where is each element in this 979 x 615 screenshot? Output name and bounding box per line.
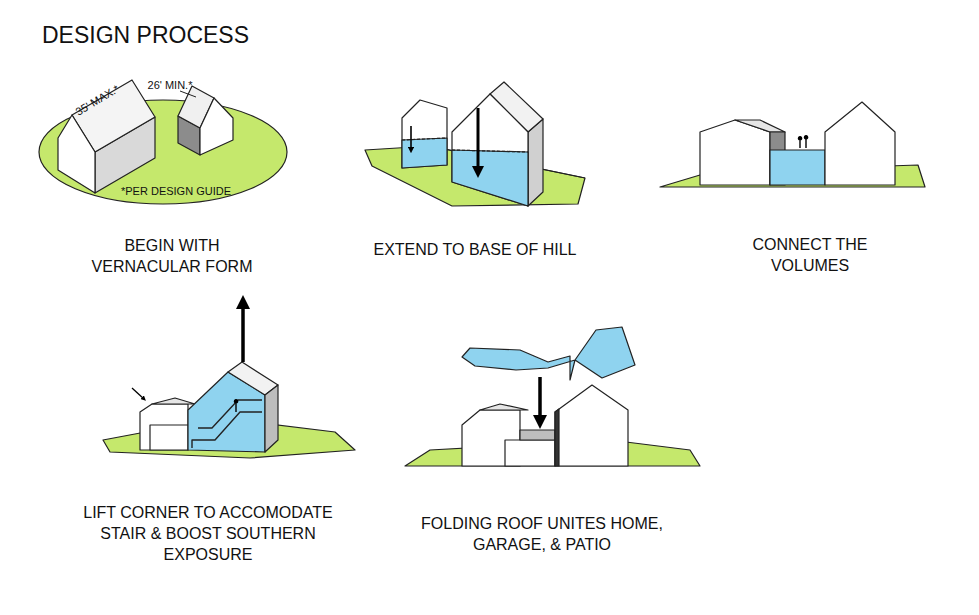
drawing-rect xyxy=(505,440,555,466)
drawing-rect xyxy=(150,425,188,450)
drawing-polygon xyxy=(825,102,895,185)
drawing-line xyxy=(410,126,412,150)
drawing-path xyxy=(192,400,262,448)
drawing-line xyxy=(132,388,144,399)
drawing-line xyxy=(538,377,542,422)
drawing-path xyxy=(234,400,237,412)
drawing-polygon xyxy=(402,100,447,168)
drawing-polygon xyxy=(528,119,543,206)
drawing-polygon xyxy=(555,409,559,466)
drawing-polygon xyxy=(452,94,528,206)
lift-corner xyxy=(103,302,355,458)
diagram-title: DESIGN PROCESS xyxy=(42,21,249,51)
drawing-line xyxy=(452,150,528,152)
drawing-polygon xyxy=(265,385,278,452)
drawing-polygon xyxy=(140,404,188,450)
drawing-polygon xyxy=(520,430,555,440)
drawing-line xyxy=(180,91,196,97)
drawing-path xyxy=(798,136,807,148)
drawing-line xyxy=(241,302,245,362)
drawing-polygon xyxy=(462,327,635,380)
step-caption: EXTEND TO BASE OF HILL xyxy=(345,240,605,261)
drawing-polygon xyxy=(452,150,528,206)
drawing-polygon xyxy=(365,146,585,206)
step-caption: BEGIN WITH VERNACULAR FORM xyxy=(87,236,257,278)
dimension-note: *PER DESIGN GUIDE xyxy=(121,184,231,198)
step-caption: CONNECT THE VOLUMES xyxy=(735,235,885,277)
drawing-line xyxy=(402,138,447,140)
drawing-polygon xyxy=(735,120,785,132)
connect-volumes xyxy=(660,102,925,187)
drawing-polygon xyxy=(405,440,700,466)
vernacular-form xyxy=(39,80,287,204)
step-caption: LIFT CORNER TO ACCOMODATE STAIR & BOOST … xyxy=(77,503,339,565)
dimension-note: 26' MIN.* xyxy=(148,78,193,92)
drawing-polygon xyxy=(58,115,95,193)
drawing-line xyxy=(477,108,480,172)
step-caption: FOLDING ROOF UNITES HOME, GARAGE, & PATI… xyxy=(417,514,667,556)
folding-roof xyxy=(405,327,700,466)
drawing-polygon xyxy=(555,385,628,466)
drawing-polygon xyxy=(152,398,195,404)
drawing-polygon xyxy=(480,404,528,410)
drawing-polygon xyxy=(402,138,447,168)
drawing-rect xyxy=(770,150,825,185)
drawing-polygon xyxy=(700,120,770,185)
extend-to-hill xyxy=(365,82,585,206)
drawing-polygon xyxy=(200,98,233,155)
